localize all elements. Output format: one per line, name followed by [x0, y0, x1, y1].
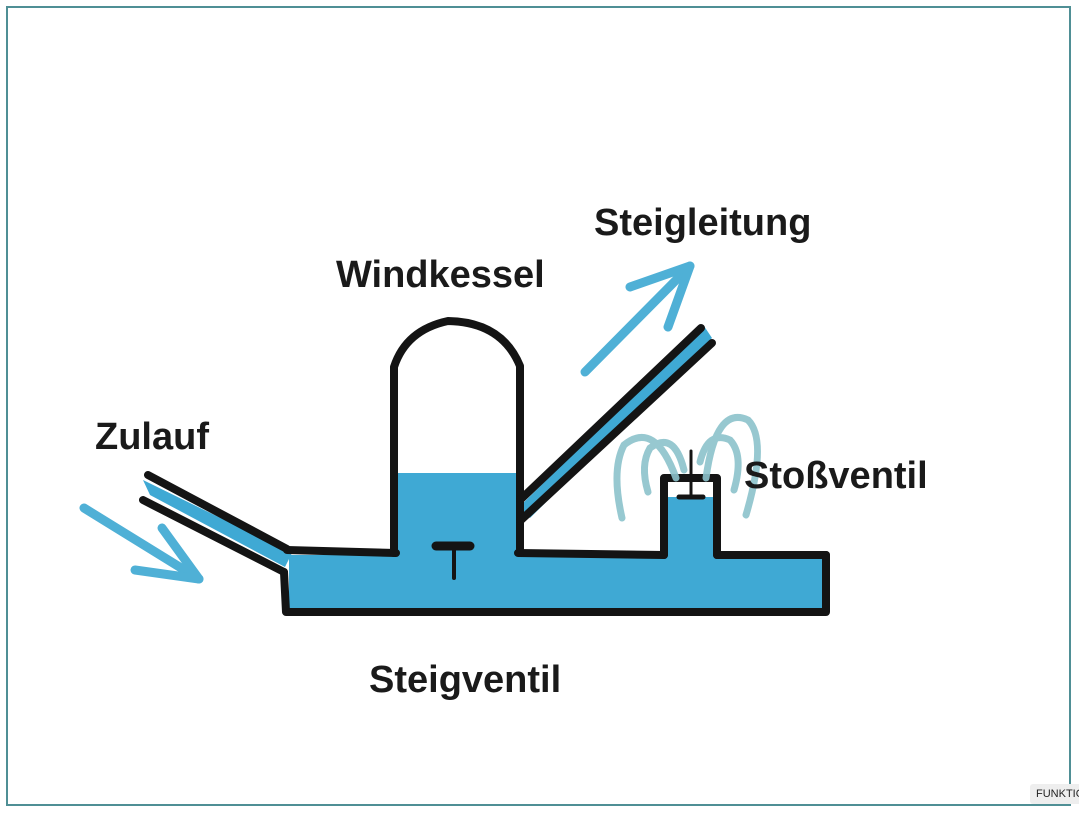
- inlet-pipe-lower-edge: [139, 496, 288, 576]
- riser-pipe-lower-edge: [516, 339, 716, 525]
- label-zulauf: Zulauf: [95, 416, 209, 458]
- inlet-pipe-upper-edge: [144, 471, 291, 553]
- chamber-water: [289, 555, 823, 610]
- air-chamber-outline: [390, 317, 524, 557]
- valves: [431, 449, 706, 580]
- diagram-frame: [6, 6, 1071, 806]
- pipe-outlines: [139, 317, 830, 616]
- chamber-top-edge: [283, 546, 400, 557]
- arrow-down-right-icon: [79, 503, 204, 584]
- label-steigventil: Steigventil: [369, 659, 562, 701]
- riser-pipe-water: [518, 326, 712, 518]
- waste-valve-water: [666, 497, 716, 557]
- label-steigleitung: Steigleitung: [594, 202, 812, 244]
- arrow-up-right-icon: [580, 261, 695, 377]
- water-fill: [143, 326, 823, 610]
- chamber-body-edge: [280, 551, 830, 616]
- splash-left-outer: [613, 434, 680, 522]
- air-chamber-water: [394, 473, 518, 555]
- label-windkessel: Windkessel: [336, 254, 545, 296]
- inlet-pipe-water: [143, 480, 292, 567]
- flow-arrows: [79, 261, 695, 584]
- function-badge[interactable]: FUNKTION: [1030, 784, 1079, 804]
- splash-water: [613, 414, 762, 522]
- splash-left-inner: [641, 439, 688, 496]
- label-stossventil: Stoßventil: [744, 455, 928, 497]
- riser-pipe-upper-edge: [516, 324, 705, 504]
- splash-right-inner: [696, 434, 742, 494]
- chamber-top-edge-mid: [514, 549, 668, 559]
